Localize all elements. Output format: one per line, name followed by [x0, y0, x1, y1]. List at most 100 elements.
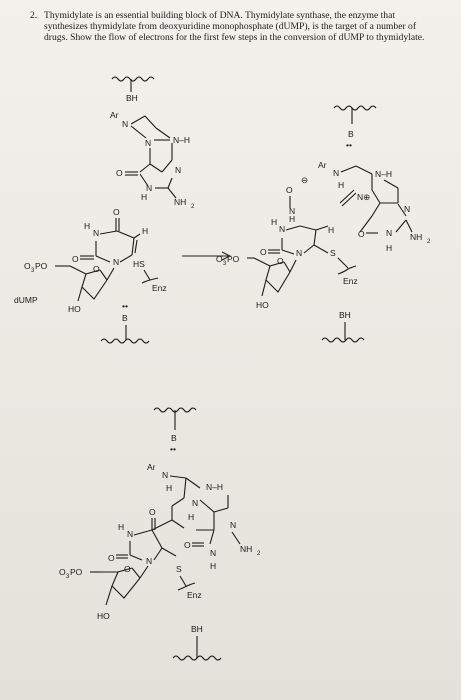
svg-text:BH: BH — [339, 310, 351, 320]
svg-text:N: N — [404, 204, 410, 214]
iminium-intermediate: Ar N H N–H N⊕ N NH 2 N H O — [318, 160, 431, 253]
svg-text:H: H — [289, 214, 295, 224]
svg-text:B: B — [122, 313, 128, 323]
svg-text:H: H — [188, 512, 194, 522]
svg-text:Ar: Ar — [147, 462, 156, 472]
svg-text:H: H — [141, 192, 147, 202]
base-b-left: B •• — [100, 301, 150, 344]
svg-text:N: N — [210, 548, 216, 558]
base-bh-top-left: BH — [111, 76, 155, 103]
svg-text:N: N — [145, 138, 151, 148]
svg-text:N: N — [146, 183, 152, 193]
svg-text:PO: PO — [227, 254, 240, 264]
question-text: Thymidylate is an essential building blo… — [44, 10, 425, 43]
svg-text:N: N — [386, 228, 392, 238]
svg-text:2: 2 — [427, 239, 431, 245]
svg-text:N: N — [162, 470, 168, 480]
svg-text:B: B — [348, 129, 354, 139]
svg-text:N: N — [230, 520, 236, 530]
svg-text:H: H — [118, 522, 124, 532]
svg-text:Enz: Enz — [152, 283, 167, 293]
svg-text:H: H — [386, 243, 392, 253]
svg-text:NH: NH — [174, 197, 186, 207]
svg-text:H: H — [271, 217, 277, 227]
svg-text:O: O — [108, 553, 115, 563]
svg-text:HO: HO — [68, 304, 81, 314]
enolate-dump: ⊖ O N H H N H N O O O 3 PO — [216, 175, 358, 310]
svg-text:3: 3 — [66, 574, 70, 580]
svg-text:PO: PO — [70, 567, 83, 577]
base-b-top-right: B •• — [333, 105, 377, 150]
svg-text:N: N — [279, 224, 285, 234]
svg-text:B: B — [171, 433, 177, 443]
base-b-bottom: B •• — [153, 407, 197, 454]
svg-text:O: O — [286, 185, 293, 195]
svg-text:O: O — [216, 254, 223, 264]
svg-text:••: •• — [122, 301, 128, 311]
svg-text:N: N — [333, 168, 339, 178]
base-bh-right: BH — [321, 310, 365, 343]
svg-text:Enz: Enz — [343, 276, 358, 286]
svg-text:S: S — [176, 564, 182, 574]
svg-text:H: H — [84, 221, 90, 231]
svg-text:O: O — [260, 247, 267, 257]
reaction-arrow — [182, 251, 232, 261]
svg-text:O: O — [116, 168, 123, 178]
question-number: 2. — [30, 10, 38, 21]
methylene-thf-top-left: Ar N N N–H N O N H NH — [110, 110, 195, 210]
svg-text:2: 2 — [257, 551, 261, 557]
svg-text:O: O — [358, 229, 365, 239]
svg-text:N: N — [93, 228, 99, 238]
svg-text:O: O — [184, 540, 191, 550]
svg-text:2: 2 — [191, 204, 195, 210]
svg-text:HO: HO — [256, 300, 269, 310]
bh-label: BH — [126, 93, 138, 103]
svg-text:N: N — [146, 556, 152, 566]
svg-text:N: N — [192, 498, 198, 508]
svg-text:Enz: Enz — [187, 590, 202, 600]
svg-text:H: H — [328, 225, 334, 235]
svg-text:O: O — [93, 264, 100, 274]
svg-text:O: O — [277, 256, 284, 266]
svg-text:O: O — [72, 254, 79, 264]
dump-label: dUMP — [14, 295, 38, 305]
svg-text:N: N — [175, 165, 181, 175]
ar-label: Ar — [110, 110, 119, 120]
svg-text:O: O — [149, 507, 156, 517]
svg-text:BH: BH — [191, 624, 203, 634]
svg-text:H: H — [210, 561, 216, 571]
svg-text:N⊕: N⊕ — [357, 192, 370, 202]
svg-text:O: O — [113, 207, 120, 217]
dump-structure: O H N H N O O O 3 PO — [14, 207, 148, 314]
ternary-complex: Ar N H N–H N N NH 2 N H O H — [59, 462, 261, 621]
svg-text:N: N — [122, 119, 128, 129]
svg-text:NH: NH — [240, 544, 252, 554]
svg-text:••: •• — [346, 140, 352, 150]
svg-text:⊖: ⊖ — [301, 175, 308, 185]
base-bh-bottom: BH — [172, 624, 222, 661]
svg-text:PO: PO — [35, 261, 48, 271]
svg-text:••: •• — [170, 444, 176, 454]
svg-text:H: H — [338, 180, 344, 190]
svg-text:HO: HO — [97, 611, 110, 621]
svg-text:N: N — [296, 248, 302, 258]
svg-text:3: 3 — [31, 268, 35, 274]
svg-text:H: H — [166, 483, 172, 493]
svg-text:N: N — [127, 529, 133, 539]
svg-text:O: O — [24, 261, 31, 271]
svg-text:3: 3 — [223, 261, 227, 267]
svg-text:N: N — [113, 257, 119, 267]
svg-text:Ar: Ar — [318, 160, 327, 170]
svg-text:O: O — [59, 567, 66, 577]
svg-text:N–H: N–H — [206, 482, 223, 492]
svg-text:S: S — [330, 248, 336, 258]
svg-text:N: N — [289, 206, 295, 216]
svg-text:H: H — [142, 226, 148, 236]
svg-text:N–H: N–H — [375, 169, 392, 179]
svg-text:N–H: N–H — [173, 135, 190, 145]
svg-text:NH: NH — [410, 232, 422, 242]
svg-text:HS: HS — [133, 259, 145, 269]
enzyme-thiol-left: HS Enz — [133, 259, 167, 293]
